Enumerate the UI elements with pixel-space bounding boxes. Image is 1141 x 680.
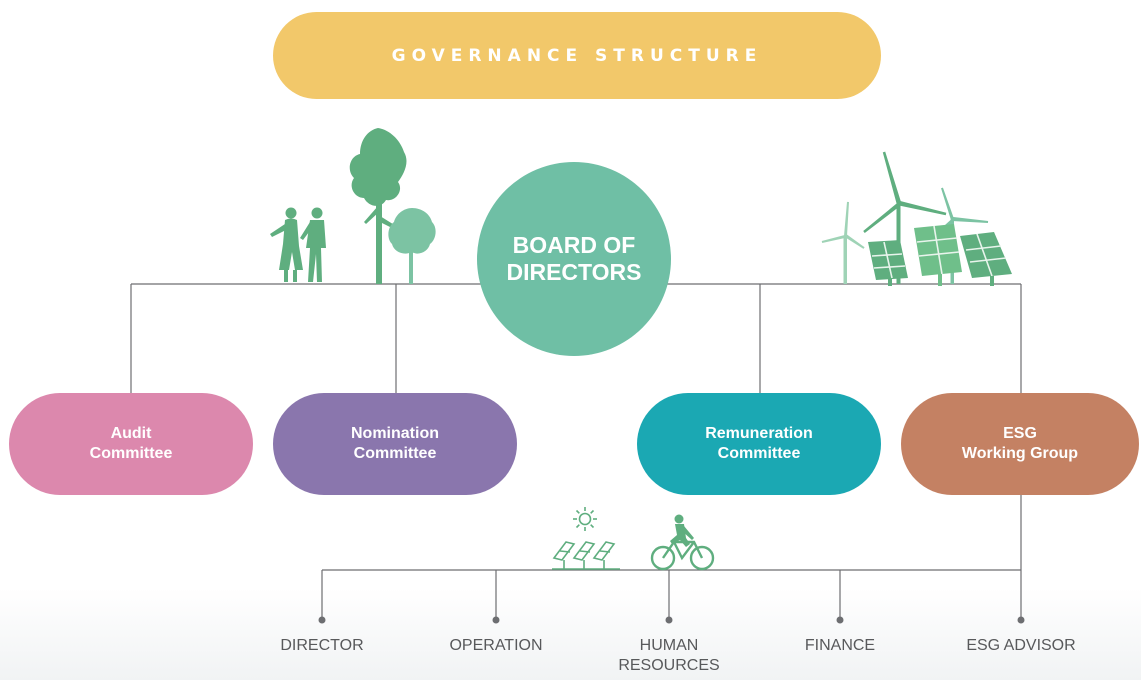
department-director: DIRECTOR bbox=[252, 636, 392, 656]
nomination-committee-node: Nomination Committee bbox=[273, 393, 517, 495]
department-operation: OPERATION bbox=[426, 636, 566, 656]
audit-committee-line2: Committee bbox=[89, 445, 173, 462]
solar-panel-icon bbox=[868, 224, 1012, 286]
tree-icon bbox=[349, 128, 407, 284]
department-finance-line1: FINANCE bbox=[804, 637, 876, 654]
esg-working-group-line1: ESG bbox=[1003, 425, 1037, 442]
esg-working-group-node: ESG Working Group bbox=[901, 393, 1139, 495]
department-esg-advisor-line1: ESG ADVISOR bbox=[966, 637, 1076, 654]
audit-committee-line1: Audit bbox=[110, 425, 152, 442]
remuneration-committee-node: Remuneration Committee bbox=[637, 393, 881, 495]
esg-working-group-line2: Working Group bbox=[961, 445, 1079, 462]
board-label-line2: DIRECTORS bbox=[506, 259, 642, 285]
audit-committee-node: Audit Committee bbox=[9, 393, 253, 495]
board-label-line1: BOARD OF bbox=[512, 232, 636, 258]
sun-icon bbox=[573, 507, 597, 531]
nomination-committee-line2: Committee bbox=[353, 445, 437, 462]
department-operation-line1: OPERATION bbox=[449, 637, 543, 654]
board-of-directors-node: BOARD OF DIRECTORS bbox=[477, 162, 671, 356]
department-director-line1: DIRECTOR bbox=[280, 637, 364, 654]
title-banner: GOVERNANCE STRUCTURE bbox=[273, 12, 881, 99]
remuneration-committee-line2: Committee bbox=[717, 445, 801, 462]
bush-tree-icon bbox=[388, 208, 436, 284]
department-human-resources-line1: HUMAN bbox=[639, 637, 699, 654]
department-esg-advisor: ESG ADVISOR bbox=[951, 636, 1091, 656]
department-human-resources: HUMAN RESOURCES bbox=[599, 636, 739, 676]
cyclist-icon bbox=[650, 514, 715, 571]
solar-panel-small-icon bbox=[552, 541, 620, 570]
background-band bbox=[0, 588, 1141, 680]
department-human-resources-line2: RESOURCES bbox=[618, 657, 720, 674]
page-title: GOVERNANCE STRUCTURE bbox=[391, 45, 763, 66]
remuneration-committee-line1: Remuneration bbox=[705, 425, 813, 442]
nomination-committee-line1: Nomination bbox=[351, 425, 439, 442]
people-walking-icon bbox=[270, 207, 326, 282]
department-finance: FINANCE bbox=[770, 636, 910, 656]
